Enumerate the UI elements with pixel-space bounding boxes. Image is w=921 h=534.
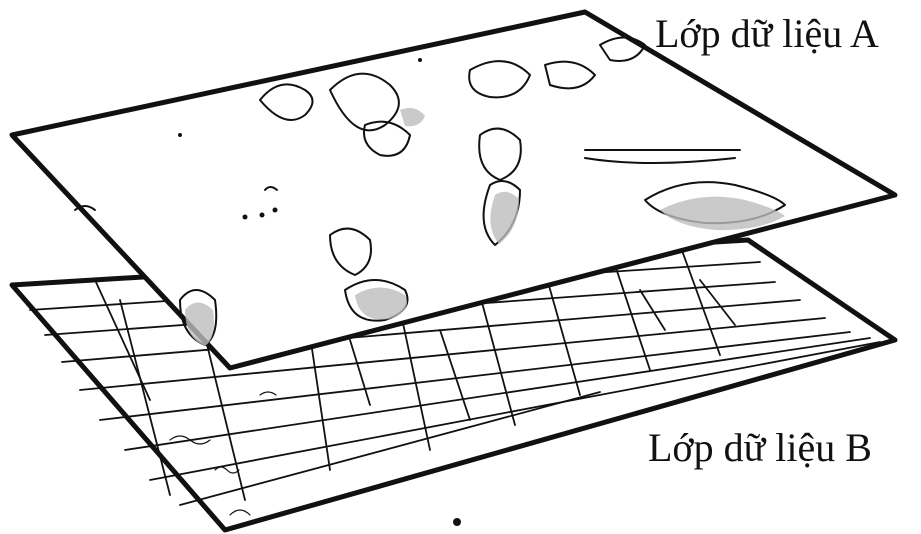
stray-dot (453, 518, 461, 526)
layer-a-label: Lớp dữ liệu A (655, 14, 879, 54)
layer-b-label: Lớp dữ liệu B (648, 428, 872, 468)
